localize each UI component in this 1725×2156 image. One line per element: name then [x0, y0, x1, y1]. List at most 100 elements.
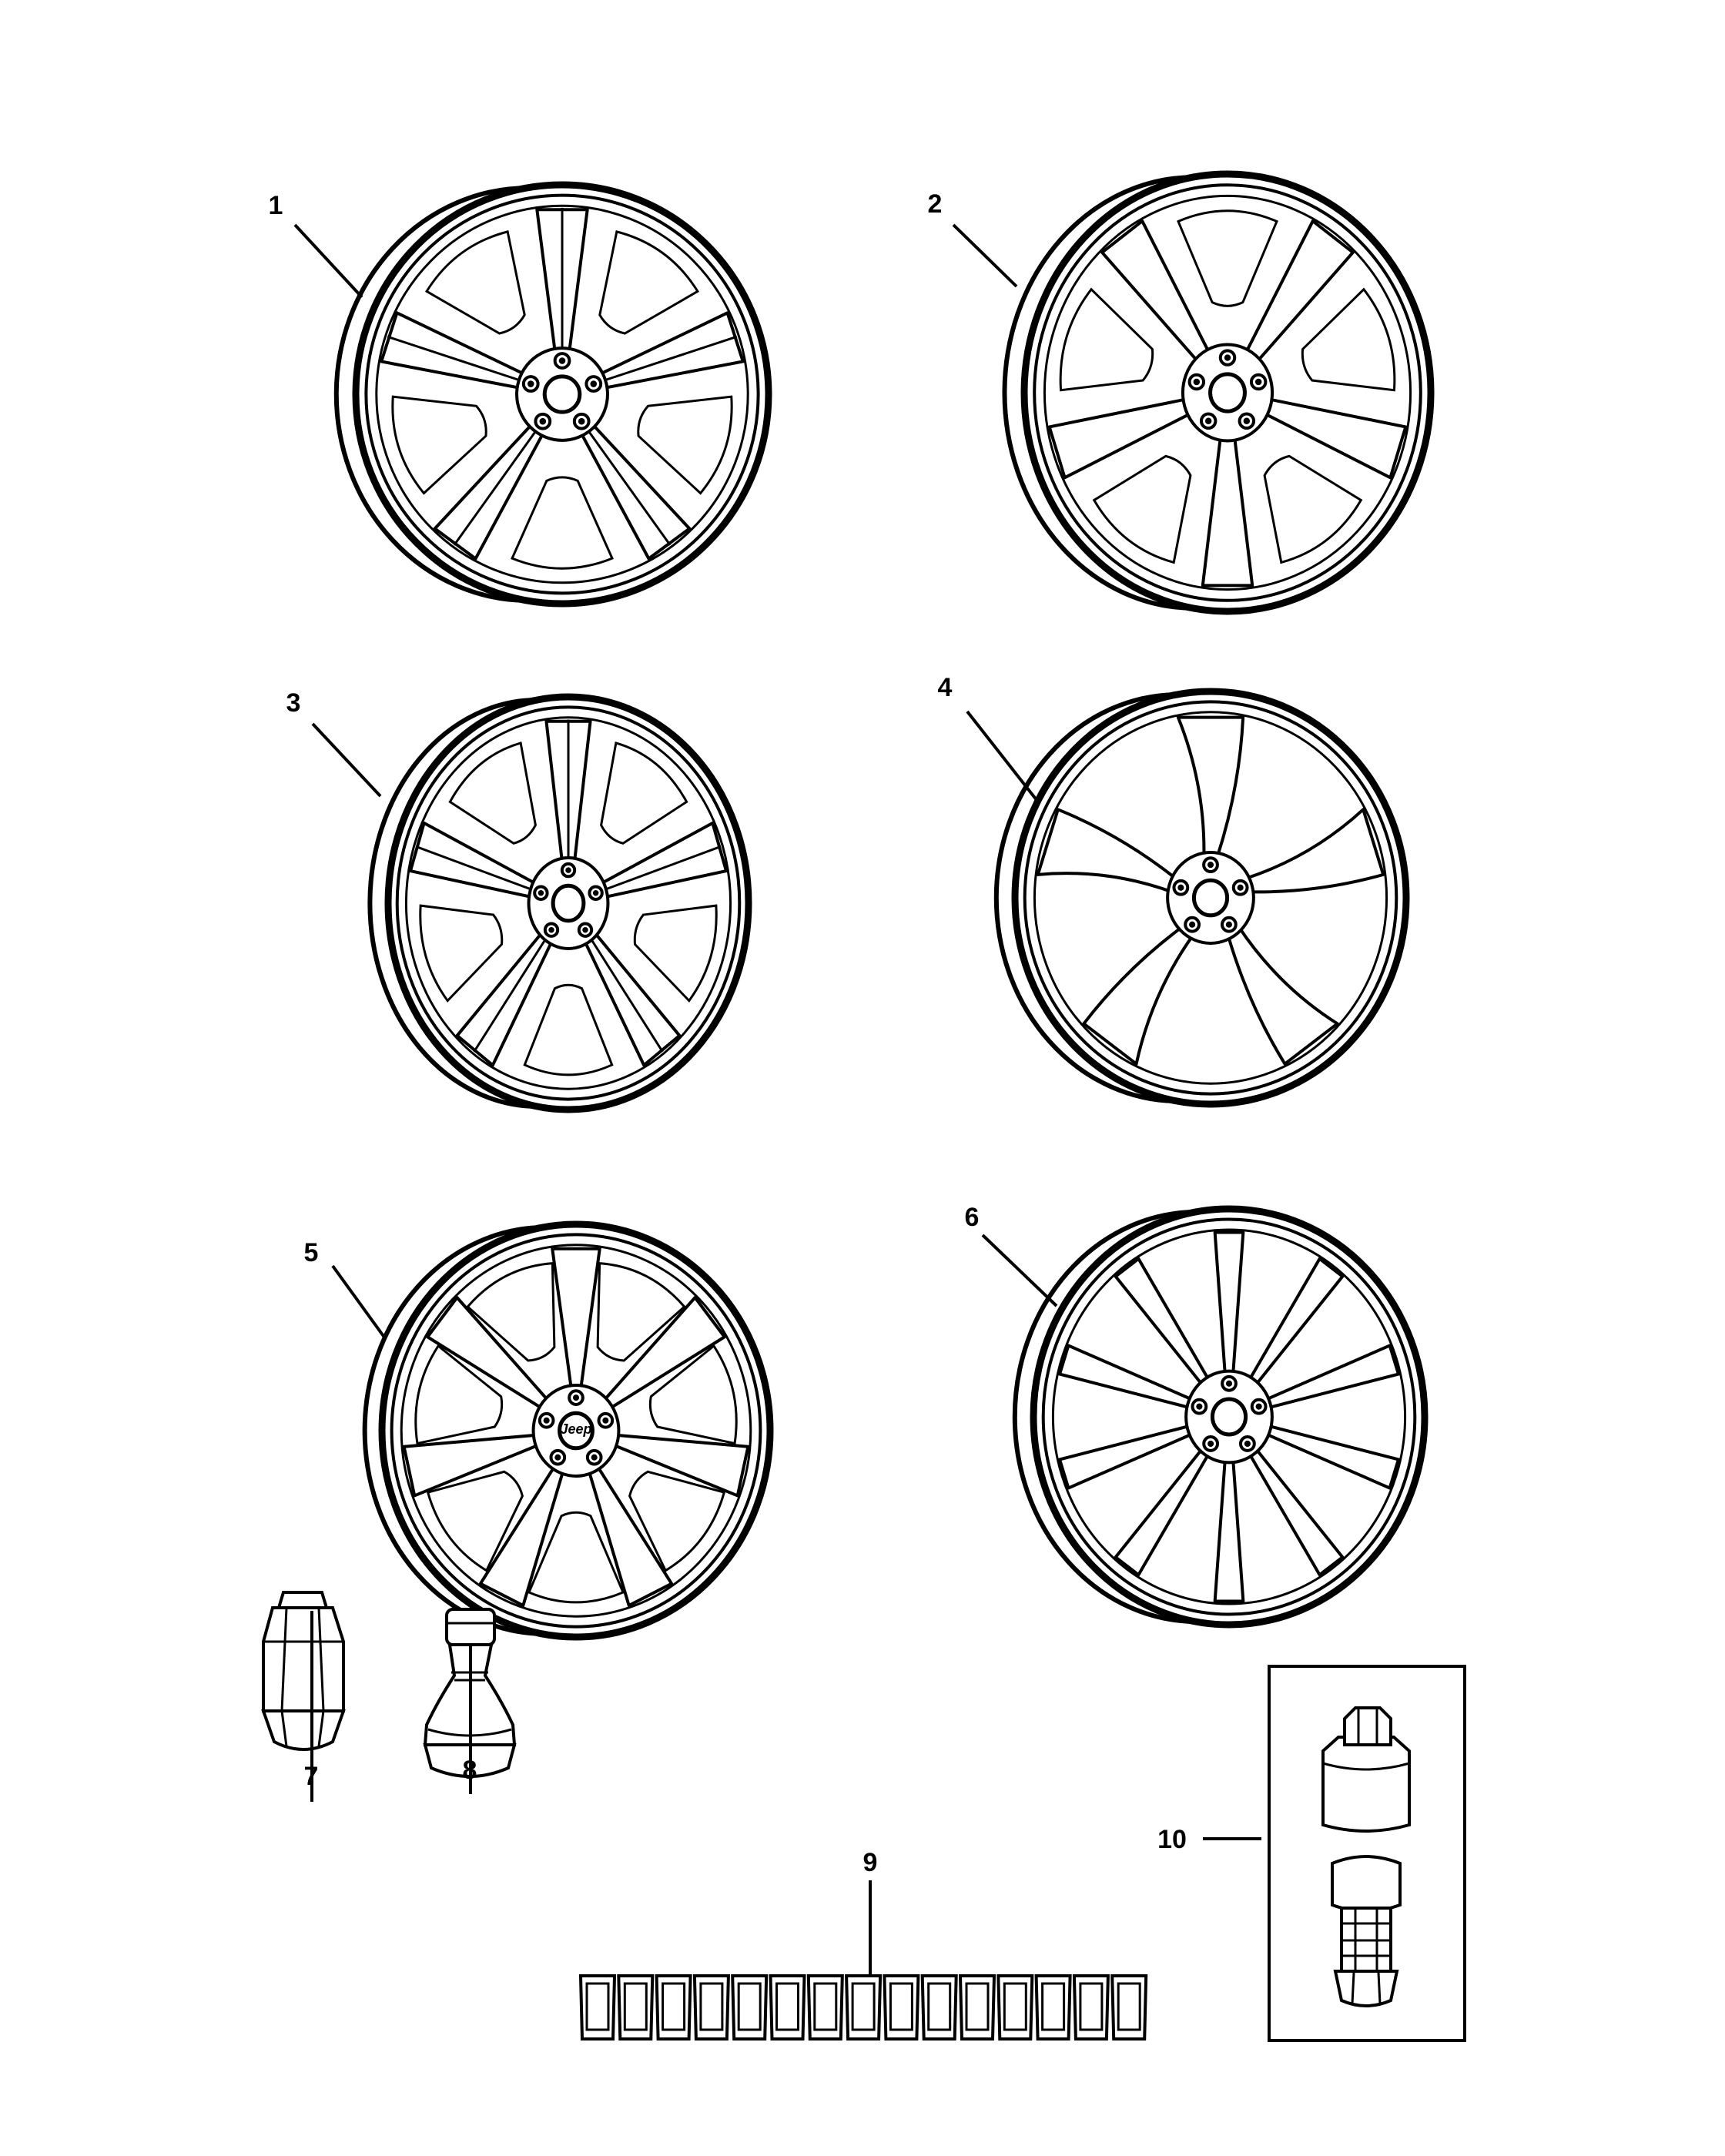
balance-weight [731, 1974, 769, 2040]
wheel-1-window [511, 476, 614, 570]
wheel-4-center-bore [1191, 878, 1230, 918]
wheel-3-lug-center [538, 890, 544, 896]
wheel-1-flange [375, 204, 749, 584]
wheel-4-spoke [1243, 808, 1385, 894]
wheel-5-lug-center [591, 1454, 598, 1461]
balance-weights [578, 1974, 1148, 2040]
callout-5: 5 [304, 1238, 319, 1267]
callout-10: 10 [1157, 1825, 1187, 1854]
wheel-2-window [1092, 454, 1192, 564]
balance-weight [578, 1974, 617, 2040]
wheel-3-lug-center [565, 867, 571, 873]
wheel-3-window [633, 904, 718, 1003]
wheel-4-spoke [1226, 925, 1339, 1066]
wheel-2-lug-center [1204, 417, 1212, 424]
balance-weight [806, 1974, 844, 2040]
wheel-1-window [391, 395, 487, 495]
wheel-1-window [598, 230, 700, 335]
wheel-5-window [466, 1262, 556, 1362]
callout-labels: 1 2 3 4 5 6 7 8 9 10 [269, 189, 1187, 1877]
balance-weight-face [813, 1982, 838, 2031]
wheel-6-rim-inner [1041, 1217, 1417, 1616]
wheel-1-spoke-groove [453, 430, 537, 546]
callout-6: 6 [965, 1203, 980, 1232]
balance-weight [883, 1974, 920, 2040]
wheel-3-center-bore [551, 883, 586, 923]
wheel-2-window [1301, 287, 1396, 392]
wheel-2-lug-center [1254, 378, 1262, 386]
wheel-5-window [648, 1344, 738, 1445]
leader-lines [293, 223, 1261, 1976]
wheel-5-flange [400, 1244, 752, 1618]
tpms-sensor-kit [1268, 1665, 1466, 2042]
wheel-5 [362, 1220, 774, 1641]
balance-weight-face [737, 1982, 762, 2031]
wheel-3-lug-center [592, 890, 599, 896]
wheel-1-window [637, 395, 733, 495]
wheel-1-center-bore [542, 374, 582, 414]
wheel-5-window [426, 1470, 524, 1572]
callout-8: 8 [463, 1756, 477, 1785]
wheel-5-logo: Jeep [560, 1421, 591, 1437]
balance-weight [617, 1974, 655, 2040]
balance-weight-face [927, 1982, 952, 2031]
wheel-4-spoke [1176, 715, 1245, 859]
wheel-5-lug-center [543, 1417, 550, 1424]
wheel-5-lug-center [602, 1417, 609, 1424]
wheel-3-window [419, 904, 504, 1003]
wheel-3-window [600, 742, 688, 845]
wheel-3-rim-inner [395, 705, 742, 1101]
balance-weight [1110, 1974, 1148, 2040]
wheel-6-lug-center [1196, 1403, 1203, 1410]
wheel-5-center-bore [558, 1411, 595, 1451]
balance-weight [996, 1974, 1034, 2040]
wheel-2-rim-inner [1033, 183, 1422, 602]
wheel-6-lug-center [1255, 1403, 1262, 1410]
balance-weight [655, 1974, 692, 2040]
wheel-6 [1012, 1205, 1429, 1629]
wheel-5-window [414, 1344, 504, 1445]
wheel-6-lug-center [1225, 1380, 1233, 1387]
wheel-3-spoke-groove [473, 939, 547, 1053]
wheel-4-spoke [1036, 808, 1178, 894]
balance-weight-face [699, 1982, 724, 2031]
callout-1: 1 [269, 191, 283, 220]
wheel-1-lug-center [578, 417, 585, 425]
wheel-3-lug-center [582, 926, 588, 933]
balance-weight [692, 1974, 730, 2040]
balance-weight [920, 1974, 958, 2040]
wheel-6-lug-center [1244, 1440, 1251, 1448]
wheel-4-lug-center [1177, 884, 1184, 891]
callout-7: 7 [304, 1762, 319, 1791]
wheel-2-lug-center [1193, 378, 1201, 386]
balance-weight-face [623, 1982, 648, 2031]
callout-2: 2 [928, 189, 943, 219]
wheel-5-window [628, 1470, 726, 1572]
wheel-5-window [596, 1262, 686, 1362]
wheel-2-lug-center [1224, 354, 1231, 361]
wheel-2 [1002, 170, 1435, 615]
balance-weight [1034, 1974, 1072, 2040]
wheel-1-lug-center [558, 357, 566, 364]
wheel-1-lug-center [590, 380, 598, 387]
wheel-2-flange [1043, 194, 1412, 591]
wheel-1-spoke-groove [588, 430, 672, 546]
wheel-1-rim-inner [364, 193, 760, 595]
balance-weight [769, 1974, 806, 2040]
wheel-3 [367, 693, 752, 1113]
wheel-3-window [523, 983, 614, 1076]
wheel-5-lug-center [572, 1394, 580, 1401]
balance-weight-face [585, 1982, 610, 2031]
wheel-3-window [448, 742, 537, 845]
wheel-1-window [424, 230, 526, 335]
balance-weight [1072, 1974, 1110, 2040]
wheel-4-lug-center [1225, 921, 1232, 928]
wheel-4-lug-center [1207, 862, 1214, 869]
wheel-6-lug-center [1208, 1440, 1214, 1448]
balance-weight-face [1079, 1982, 1104, 2031]
balance-weight-face [1003, 1982, 1027, 2031]
balance-weight-face [775, 1982, 799, 2031]
wheel-4-spoke [1082, 925, 1195, 1066]
callout-9: 9 [863, 1848, 878, 1877]
wheel-6-center-bore [1210, 1397, 1248, 1437]
